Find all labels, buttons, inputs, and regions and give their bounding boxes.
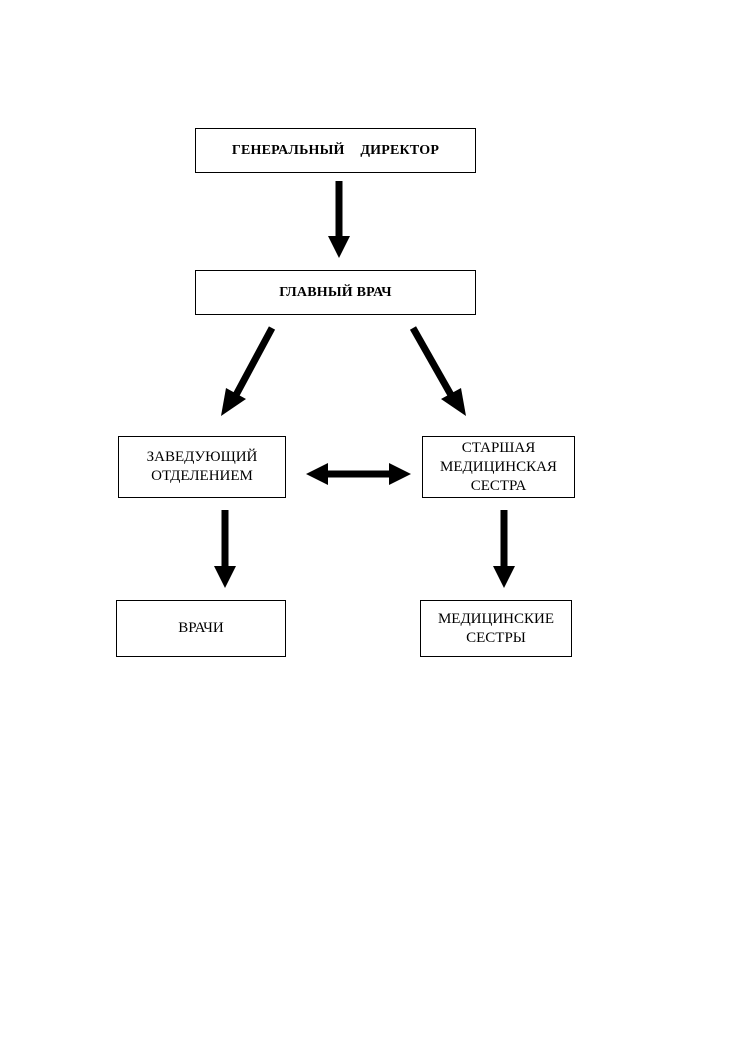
node-general-director-label: ГЕНЕРАЛЬНЫЙ ДИРЕКТОР [231,143,440,158]
node-department-head-label: ЗАВЕДУЮЩИЙ ОТДЕЛЕНИЕМ [146,449,258,484]
node-doctors: ВРАЧИ [116,600,286,657]
node-chief-physician: ГЛАВНЫЙ ВРАЧ [195,270,476,315]
node-chief-physician-label: ГЛАВНЫЙ ВРАЧ [279,285,392,300]
node-department-head: ЗАВЕДУЮЩИЙ ОТДЕЛЕНИЕМ [118,436,286,498]
node-nurses-label: МЕДИЦИНСКИЕ СЕСТРЫ [437,610,555,646]
node-nurses: МЕДИЦИНСКИЕ СЕСТРЫ [420,600,572,657]
arrow-senior-to-nurses [493,510,515,588]
node-doctors-label: ВРАЧИ [178,620,224,636]
arrow-head-senior-bidirectional [306,463,411,485]
arrow-director-to-chief [328,181,350,258]
node-general-director: ГЕНЕРАЛЬНЫЙ ДИРЕКТОР [195,128,476,173]
arrow-head-to-doctors [214,510,236,588]
node-senior-nurse: СТАРШАЯ МЕДИЦИНСКАЯ СЕСТРА [422,436,575,498]
arrow-chief-to-head [221,326,276,416]
arrow-chief-to-senior [409,326,466,416]
node-senior-nurse-label: СТАРШАЯ МЕДИЦИНСКАЯ СЕСТРА [440,439,557,494]
